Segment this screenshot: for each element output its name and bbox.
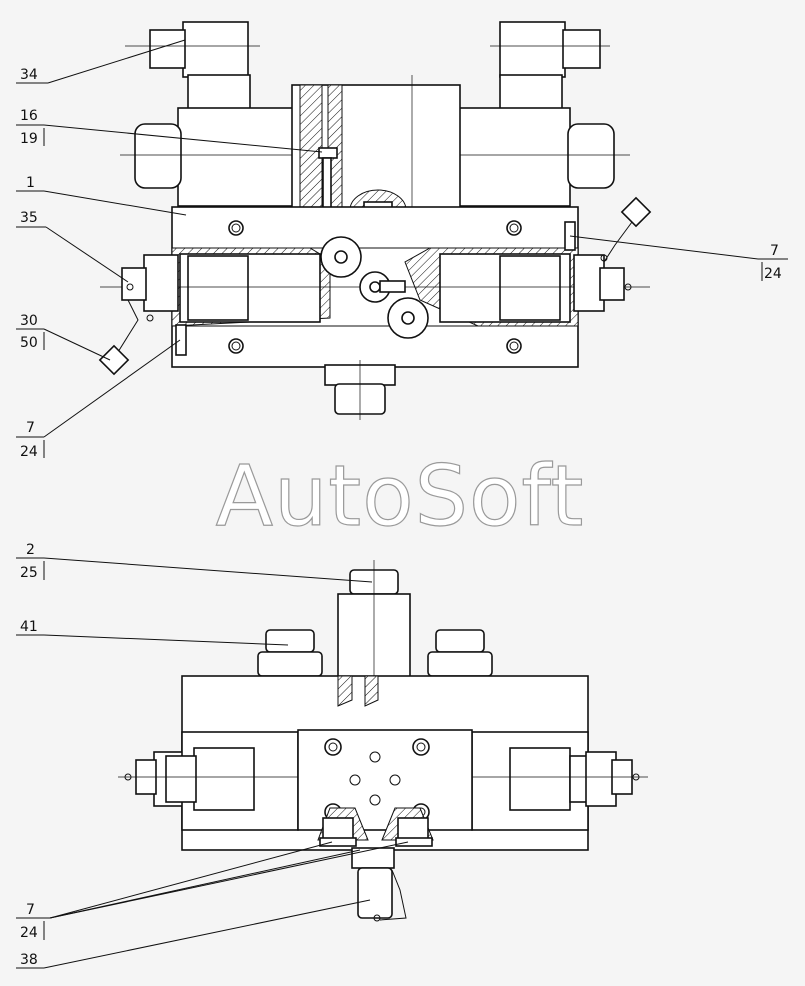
right-top-fitting: [427, 629, 493, 677]
callout-34: 34: [20, 67, 38, 83]
left-plug: [98, 254, 179, 376]
callout-35: 35: [20, 210, 38, 226]
bottom-plug: [351, 847, 407, 922]
callout-16: 16: [20, 108, 38, 124]
top-view: [98, 21, 652, 420]
callout-7-bottom: 7: [26, 902, 35, 918]
solenoid-body: [120, 75, 630, 365]
callout-19: 19: [20, 131, 38, 147]
bottom-valve-block: [118, 675, 648, 851]
callout-7-left: 7: [26, 420, 35, 436]
callout-1: 1: [26, 175, 35, 191]
bottom-fitting: [324, 360, 396, 420]
callout-7-right: 7: [770, 243, 779, 259]
bottom-view: [118, 560, 648, 922]
callout-2: 2: [26, 542, 35, 558]
left-top-fitting: [257, 629, 323, 677]
valve-body: [100, 206, 650, 368]
left-solenoid-connector: [125, 21, 260, 118]
callout-41: 41: [20, 619, 38, 635]
right-solenoid-connector: [490, 21, 610, 118]
watermark-text: AutoSoft: [216, 447, 585, 545]
callout-24-right: 24: [764, 266, 782, 282]
callout-25: 25: [20, 565, 38, 581]
callout-30: 30: [20, 313, 38, 329]
callout-50: 50: [20, 335, 38, 351]
right-plug: [573, 196, 652, 312]
callout-38: 38: [20, 952, 38, 968]
callouts: 34 16 19 1 35 30 50 7 24 7 24: [16, 39, 788, 969]
callout-24-bottom: 24: [20, 925, 38, 941]
callout-24-left: 24: [20, 444, 38, 460]
upper-center-fitting: [337, 560, 411, 690]
